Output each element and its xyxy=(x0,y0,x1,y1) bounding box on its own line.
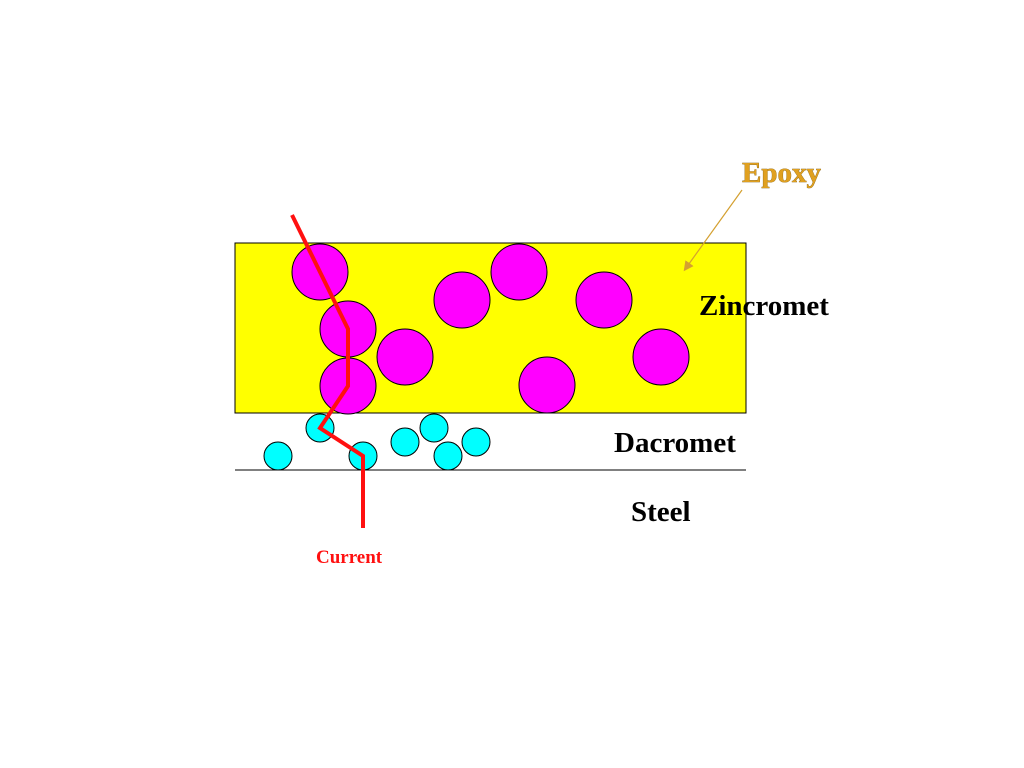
epoxy-pointer-arrow xyxy=(683,189,743,272)
current-path xyxy=(290,214,365,528)
dacromet-particles xyxy=(263,413,491,471)
zinc-particle xyxy=(518,356,576,414)
dacromet-particle xyxy=(419,413,449,443)
epoxy-label: Epoxy xyxy=(742,157,821,189)
dacromet-particle xyxy=(433,441,463,471)
dacromet-particle xyxy=(461,427,491,457)
zinc-particle xyxy=(376,328,434,386)
steel-label: Steel xyxy=(631,496,691,528)
zinc-particle xyxy=(575,271,633,329)
dacromet-particle xyxy=(390,427,420,457)
dacromet-label: Dacromet xyxy=(614,427,736,459)
zinc-particle xyxy=(632,328,690,386)
current-label: Current xyxy=(316,547,383,568)
zinc-particle xyxy=(433,271,491,329)
dacromet-particle xyxy=(263,441,293,471)
zincromet-label: Zincromet xyxy=(699,290,829,322)
zinc-particle xyxy=(490,243,548,301)
